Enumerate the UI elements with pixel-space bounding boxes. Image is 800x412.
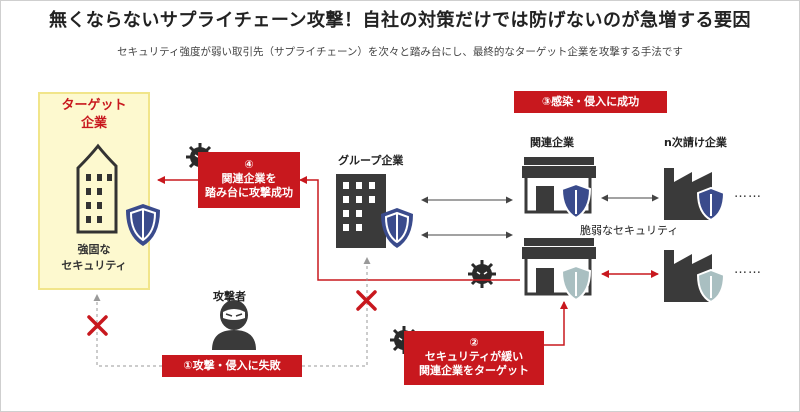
group-company-building-icon — [336, 174, 386, 248]
target-shield-icon — [126, 204, 160, 246]
step3-box: ③感染・侵入に成功 — [514, 91, 667, 113]
blocked-x-icon — [87, 315, 108, 336]
related-company-shield-icon — [560, 182, 592, 220]
group-company-shield-icon — [381, 208, 413, 248]
step4-box: ④ 関連企業を 踏み台に攻撃成功 — [198, 152, 300, 208]
target-title-line1: ターゲット — [61, 98, 127, 113]
subcontractor-2-shield-icon — [696, 268, 726, 304]
step2-number: ② — [469, 336, 479, 349]
step2-line1: セキュリティが緩い — [424, 350, 524, 363]
failed-path-to-target — [93, 294, 162, 367]
subcontractor-shield-icon — [696, 186, 726, 222]
step1-box: ①攻撃・侵入に失敗 — [162, 355, 302, 377]
diagram-title: 無くならないサプライチェーン攻撃！自社の対策だけでは防げないのが急増する要因 — [48, 10, 752, 31]
blocked-x-icon-2 — [356, 290, 377, 311]
step1-label: ①攻撃・侵入に失敗 — [183, 359, 281, 372]
group-company-label: グループ企業 — [338, 154, 404, 167]
strong-security-line2: セキュリティ — [61, 259, 127, 272]
step4-line2: 踏み台に攻撃成功 — [205, 186, 293, 199]
strong-security-label: 強固な セキュリティ — [38, 242, 150, 274]
virus-icon-2 — [468, 260, 496, 288]
target-title-line2: 企業 — [80, 116, 107, 131]
attack-path-line — [299, 176, 520, 281]
step2-arrow-line — [544, 301, 568, 346]
step2-box: ② セキュリティが緩い 関連企業をターゲット — [404, 331, 544, 385]
step4-number: ④ — [244, 158, 254, 171]
step2-line2: 関連企業をターゲット — [419, 364, 529, 377]
target-company-title: ターゲット 企業 — [38, 97, 150, 133]
weak-company-shield-icon — [560, 264, 592, 302]
subcontractor-label: n次請け企業 — [664, 136, 727, 149]
more-subcontractors-dots: …… — [734, 186, 762, 201]
related-company-label: 関連企業 — [530, 136, 574, 149]
attacker-label: 攻撃者 — [213, 290, 246, 303]
failed-path-to-group — [302, 257, 371, 367]
target-building-icon — [76, 143, 118, 234]
attacker-icon — [212, 300, 256, 350]
step4-line1: 関連企業を — [221, 172, 277, 185]
more-subcontractors-dots-2: …… — [734, 262, 762, 277]
weak-security-label: 脆弱なセキュリティ — [580, 224, 679, 237]
target-company-box — [38, 92, 150, 290]
diagram-subtitle: セキュリティ強度が弱い取引先（サプライチェーン）を次々と踏み台にし、最終的なター… — [117, 46, 683, 58]
step3-label: ③感染・侵入に成功 — [541, 95, 640, 108]
strong-security-line1: 強固な — [77, 243, 111, 256]
